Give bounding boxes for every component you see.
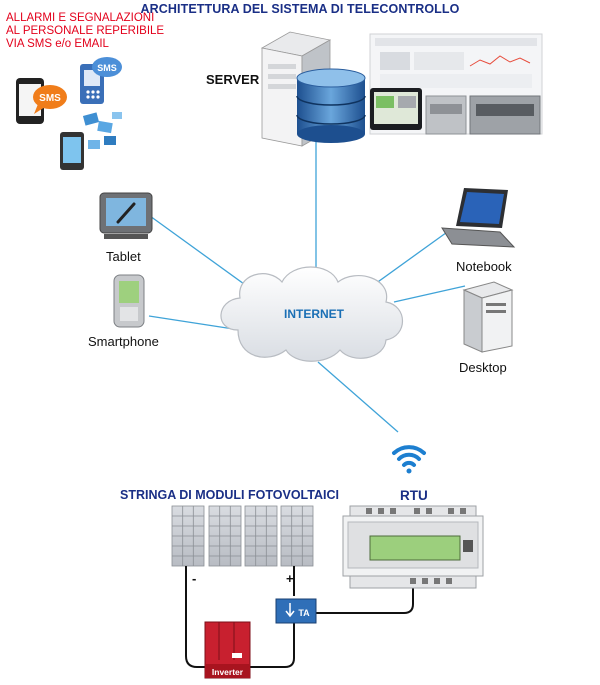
link-notebook (367, 229, 451, 290)
link-rtu (317, 361, 399, 433)
pv-modules (171, 505, 314, 567)
sms-phone-icon: SMS (16, 78, 67, 124)
pv-module (244, 505, 278, 567)
smartphone-label: Smartphone (88, 334, 159, 349)
server-label: SERVER (206, 72, 260, 87)
email-phone-icon (60, 112, 122, 170)
tablet-icon (99, 192, 153, 239)
rtu-device (342, 505, 484, 589)
tablet-label: Tablet (106, 249, 141, 264)
inverter-icon: Inverter (204, 621, 251, 679)
monitoring-screens-image (369, 33, 543, 135)
alarm-caption: ALLARMI E SEGNALAZIONI AL PERSONALE REPE… (6, 12, 165, 50)
diagram-title: ARCHITETTURA DEL SISTEMA DI TELECONTROLL… (140, 2, 460, 16)
link-smartphone (148, 315, 241, 331)
notebook-icon (441, 188, 516, 248)
pv-module (171, 505, 205, 567)
desktop-icon (462, 281, 514, 353)
wifi-icon (392, 445, 426, 474)
link-desktop (393, 285, 466, 303)
internet-label: INTERNET (284, 307, 345, 321)
internet-cloud: INTERNET (220, 266, 403, 362)
pv-module (208, 505, 242, 567)
pv-string-label: STRINGA DI MODULI FOTOVOLTAICI (120, 488, 339, 502)
plus-terminal-label: + (286, 571, 294, 586)
sms-badge-1: SMS (39, 93, 61, 104)
ta-current-sensor: TA (275, 598, 317, 624)
database-icon (296, 68, 366, 143)
minus-terminal-label: - (192, 571, 196, 586)
ta-label: TA (298, 608, 310, 618)
inverter-label: Inverter (212, 667, 244, 677)
rtu-label: RTU (400, 488, 428, 503)
notebook-label: Notebook (456, 259, 512, 274)
pv-wiring (185, 566, 414, 668)
pv-module (280, 505, 314, 567)
smartphone-icon (113, 274, 145, 328)
sms-phone-icon-2: SMS (80, 57, 122, 104)
sms-badge-2: SMS (97, 63, 117, 73)
desktop-label: Desktop (459, 360, 507, 375)
